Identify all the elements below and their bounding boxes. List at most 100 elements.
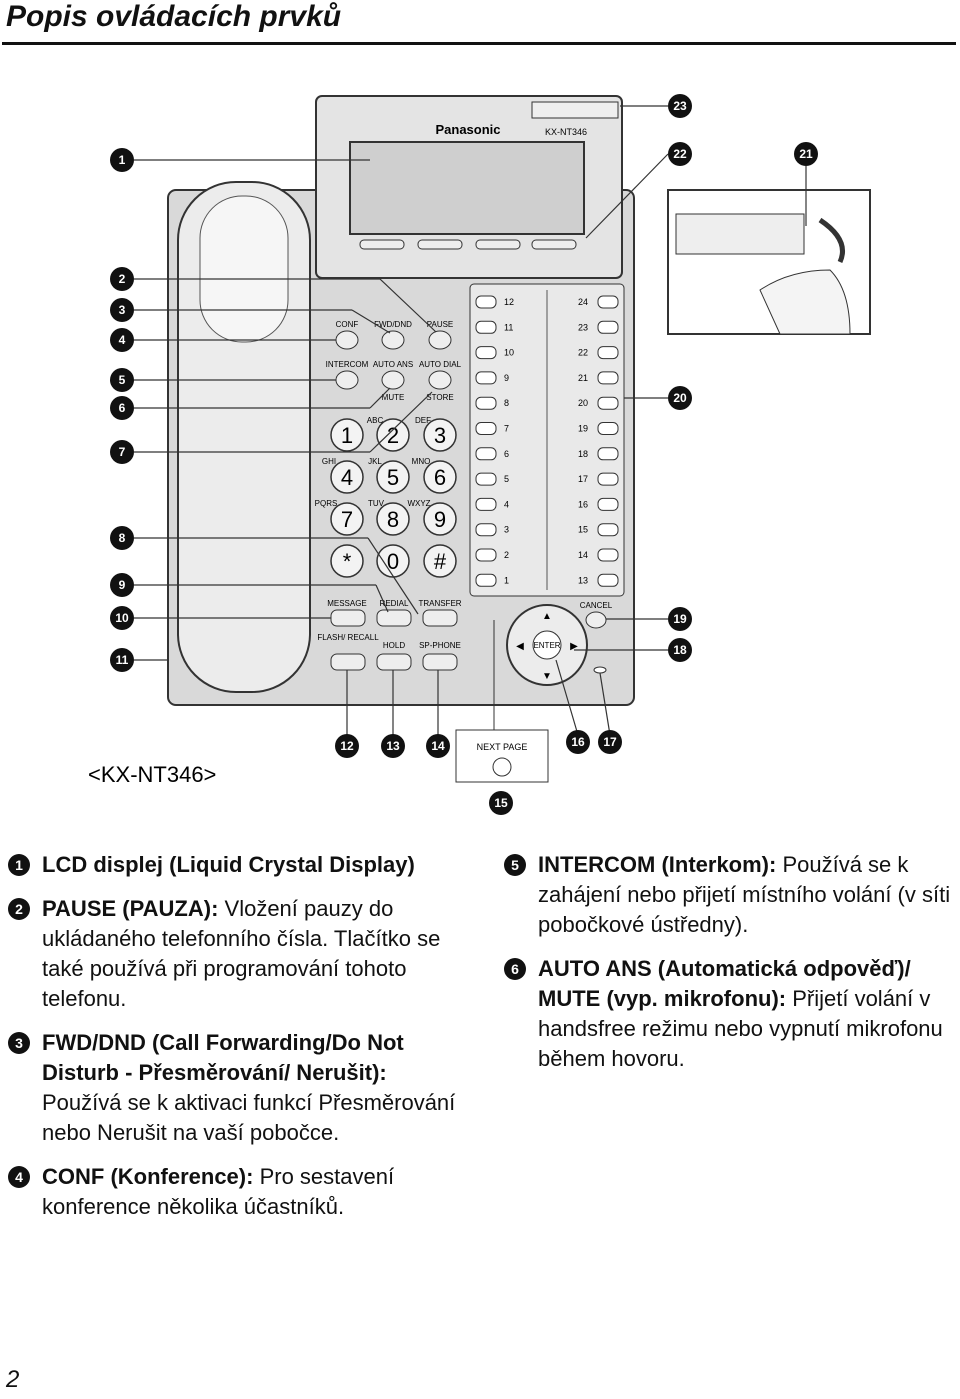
flexible-key-label: 19 <box>578 424 588 434</box>
tilt-arrow-icon <box>818 217 845 264</box>
description-item: 4 CONF (Konference): Pro sestavení konfe… <box>6 1162 466 1222</box>
flexible-key-left[interactable] <box>475 396 497 410</box>
callout-3-marker: 3 <box>8 1032 30 1054</box>
keypad-key-1[interactable] <box>376 418 410 452</box>
hold-button[interactable] <box>376 653 412 671</box>
pause-button[interactable] <box>428 330 452 350</box>
next-page-button[interactable] <box>492 757 512 777</box>
keypad-key-6[interactable] <box>330 502 364 536</box>
flexible-key-left[interactable] <box>475 523 497 537</box>
flexible-key-label: 4 <box>504 499 509 509</box>
flexible-key-right[interactable] <box>597 447 619 461</box>
redial-button[interactable] <box>376 609 412 627</box>
flexible-key-right[interactable] <box>597 523 619 537</box>
flexible-key-left[interactable] <box>475 422 497 435</box>
letters-ghi: GHI <box>322 457 336 466</box>
flexible-key-right[interactable] <box>597 295 619 309</box>
flexible-key-left[interactable] <box>475 320 497 334</box>
letters-wxyz: WXYZ <box>407 499 430 508</box>
soft-key-2[interactable] <box>417 239 463 250</box>
flexible-key-right[interactable] <box>597 346 619 360</box>
flexible-key-left[interactable] <box>475 371 497 385</box>
nav-right-icon: ▶ <box>570 641 578 652</box>
item-term: LCD displej (Liquid Crystal Display) <box>42 852 415 877</box>
soft-key-3[interactable] <box>475 239 521 250</box>
keypad-key-label: 8 <box>387 507 399 532</box>
nav-up-icon: ▲ <box>542 611 552 622</box>
cancel-button[interactable] <box>585 611 607 629</box>
flexible-key-right[interactable] <box>597 548 619 562</box>
callout-5-marker <box>110 368 134 392</box>
transfer-button[interactable] <box>422 609 458 627</box>
sp-phone-button[interactable] <box>422 653 458 671</box>
callout-16-marker <box>566 730 590 754</box>
flexible-key-right[interactable] <box>597 422 619 435</box>
flexible-key-left[interactable] <box>475 497 497 511</box>
conf-button[interactable] <box>335 330 359 350</box>
message-button[interactable] <box>330 609 366 627</box>
store-label: STORE <box>426 393 453 402</box>
flexible-key-label: 10 <box>504 348 514 358</box>
flexible-key-right[interactable] <box>597 320 619 334</box>
flexible-key-left[interactable] <box>475 346 497 360</box>
leader-lines <box>134 105 807 736</box>
keypad-key-8[interactable] <box>423 502 457 536</box>
flexible-key-right[interactable] <box>597 371 619 385</box>
enter-button[interactable] <box>532 630 562 660</box>
keypad-key-0[interactable] <box>330 418 364 452</box>
callout-18-marker <box>668 638 692 662</box>
flexible-key-label: 16 <box>578 499 588 509</box>
auto-dial-button[interactable] <box>428 370 452 390</box>
keypad-key-label: 9 <box>434 507 446 532</box>
callout-11-label: 11 <box>116 653 129 667</box>
keypad-key-5[interactable] <box>423 460 457 494</box>
callout-4-marker: 4 <box>8 1166 30 1188</box>
flash-recall-button[interactable] <box>330 653 366 671</box>
callout-6-marker: 6 <box>504 958 526 980</box>
keypad-key-7[interactable] <box>376 502 410 536</box>
flexible-key-left[interactable] <box>475 447 497 461</box>
callout-16-label: 16 <box>571 735 585 749</box>
callout-4-label: 4 <box>119 333 126 347</box>
callout-23-label: 23 <box>673 99 687 113</box>
flexible-key-label: 17 <box>578 474 588 484</box>
soft-key-4[interactable] <box>531 239 577 250</box>
intercom-label: INTERCOM <box>326 360 369 369</box>
keypad-key-label: 3 <box>434 423 446 448</box>
letters-tuv: TUV <box>368 499 385 508</box>
flexible-key-label: 3 <box>504 525 509 535</box>
flexible-key-right[interactable] <box>597 497 619 511</box>
keypad-key-3[interactable] <box>330 460 364 494</box>
auto-ans-button[interactable] <box>381 370 405 390</box>
flexible-key-label: 5 <box>504 474 509 484</box>
flexible-key-left[interactable] <box>475 472 497 486</box>
soft-key-1[interactable] <box>359 239 405 250</box>
keypad-key-4[interactable] <box>376 460 410 494</box>
callout-15-label: 15 <box>494 796 508 810</box>
flexible-key-label: 9 <box>504 373 509 383</box>
callout-2-marker: 2 <box>8 898 30 920</box>
flexible-key-label: 2 <box>504 550 509 560</box>
hold-label: HOLD <box>383 641 405 650</box>
handset-grip <box>199 195 289 343</box>
keypad-key-2[interactable] <box>423 418 457 452</box>
keypad-key-11[interactable] <box>423 544 457 578</box>
callout-17-marker <box>598 730 622 754</box>
flexible-key-left[interactable] <box>475 573 497 587</box>
flexible-key-label: 22 <box>578 348 588 358</box>
intercom-button[interactable] <box>335 370 359 390</box>
fwd-dnd-button[interactable] <box>381 330 405 350</box>
keypad-key-label: 0 <box>387 549 399 574</box>
keypad-key-9[interactable] <box>330 544 364 578</box>
flexible-key-left[interactable] <box>475 548 497 562</box>
flexible-key-label: 14 <box>578 550 588 560</box>
item-text: Pro sestavení konference několika účastn… <box>42 1164 395 1219</box>
callout-3-label: 3 <box>119 303 126 317</box>
flexible-key-left[interactable] <box>475 295 497 309</box>
flexible-key-right[interactable] <box>597 472 619 486</box>
flexible-key-label: 7 <box>504 424 509 434</box>
flexible-key-right[interactable] <box>597 573 619 587</box>
flexible-key-right[interactable] <box>597 396 619 410</box>
